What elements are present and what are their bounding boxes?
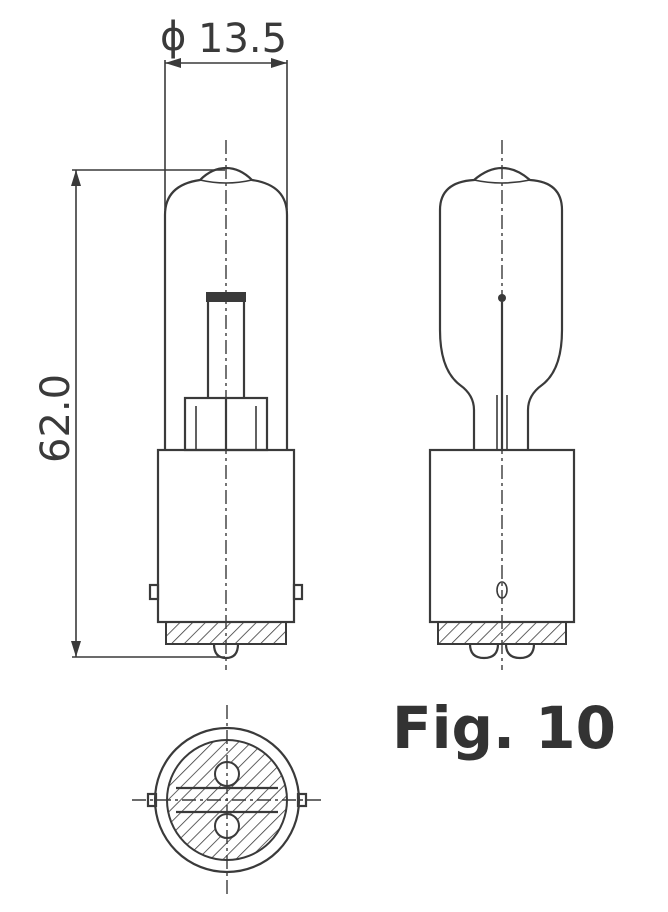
bottom-view <box>132 705 322 895</box>
diameter-dimension: ϕ 13.5 <box>160 14 288 210</box>
figure-caption: Fig. 10 <box>392 694 616 762</box>
side-view-left: ϕ 13.5 62.0 <box>33 14 304 670</box>
diameter-symbol: ϕ <box>160 14 186 60</box>
side-view-right <box>428 140 576 670</box>
diameter-value: 13.5 <box>198 16 287 62</box>
length-value: 62.0 <box>33 374 79 463</box>
length-dimension: 62.0 <box>33 169 225 658</box>
